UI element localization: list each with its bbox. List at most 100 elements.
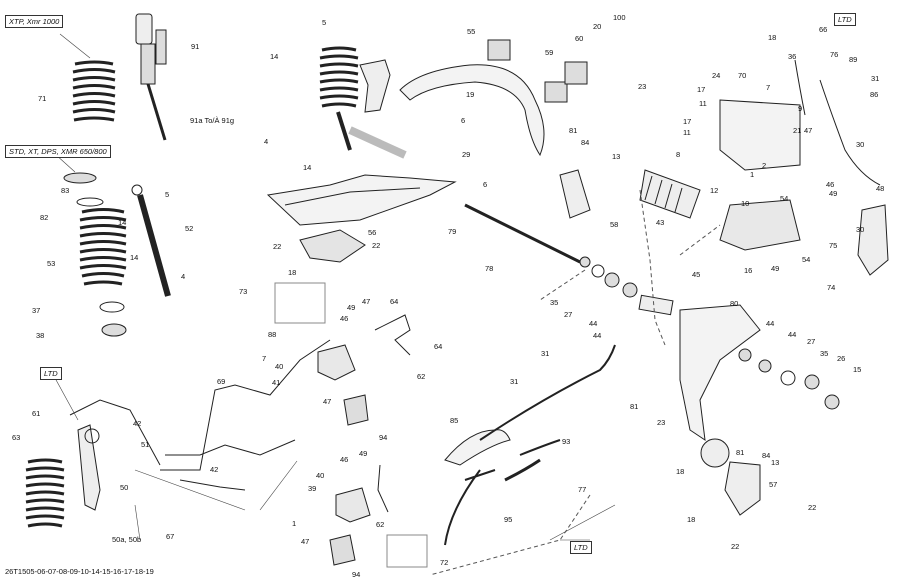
callout-number: 64: [390, 297, 399, 306]
callout-number: 53: [47, 259, 56, 268]
callout-number: 54: [802, 255, 811, 264]
callout-number: 52: [185, 224, 194, 233]
callout-number: 71: [38, 94, 47, 103]
variant-tag-ltd-top-right: LTD: [834, 13, 856, 26]
callout-number: 30: [856, 225, 865, 234]
bushing-59: [487, 39, 511, 61]
callout-number: 2: [762, 161, 767, 170]
callout-number: 1: [292, 519, 297, 528]
callout-number: 17: [697, 85, 706, 94]
callout-number: 55: [467, 27, 476, 36]
callout-number: 94: [352, 570, 361, 579]
brake-line-69: [160, 339, 331, 471]
hose-77: [504, 458, 541, 482]
hose-85: [444, 429, 511, 466]
callout-number: 58: [610, 220, 619, 229]
callout-number: 22: [273, 242, 282, 251]
callout-number: 39: [308, 484, 317, 493]
bushing-set-right: [738, 348, 840, 410]
callout-number: 41: [272, 378, 281, 387]
callout-number: 23: [638, 82, 647, 91]
callout-number: 5: [322, 18, 327, 27]
callout-number: 18: [687, 515, 696, 524]
shock-absorber-50: [77, 424, 101, 511]
callout-number: 46: [826, 180, 835, 189]
callout-number: 18: [768, 33, 777, 42]
callout-number: 86: [870, 90, 879, 99]
callout-number: 6: [461, 116, 466, 125]
bracket-part: [359, 59, 391, 113]
brake-line-61: [69, 399, 161, 466]
bushing-60: [544, 81, 568, 103]
callout-number: 57: [769, 480, 778, 489]
callout-number: 9: [798, 104, 803, 113]
callout-number: 14: [270, 52, 279, 61]
callout-number: 31: [510, 377, 519, 386]
callout-number: 56: [368, 228, 377, 237]
coil-over-shock-center: [319, 46, 359, 151]
callout-number: 26: [837, 354, 846, 363]
spring-seat-83: [63, 172, 97, 184]
callout-number: 18: [288, 268, 297, 277]
callout-number: 5: [165, 190, 170, 199]
callout-number: 84: [762, 451, 771, 460]
callout-number: 4: [181, 272, 186, 281]
callout-number: 72: [440, 558, 449, 567]
ring-37: [99, 301, 125, 313]
link-58: [559, 169, 591, 219]
callout-number: 35: [550, 298, 559, 307]
callout-number: 15: [853, 365, 862, 374]
callout-number: 36: [788, 52, 797, 61]
spring-71: [72, 60, 116, 122]
callout-number: 21: [793, 126, 802, 135]
callout-number: 82: [40, 213, 49, 222]
callout-number: 81: [569, 126, 578, 135]
callout-number: 14: [118, 218, 127, 227]
callout-number: 20: [593, 22, 602, 31]
bracket-60: [564, 61, 588, 85]
variant-tag-std: STD, XT, DPS, XMR 650/800: [5, 145, 111, 158]
callout-number: 47: [362, 297, 371, 306]
callout-number: 22: [808, 503, 817, 512]
boot-43: [639, 169, 701, 219]
callout-number: 35: [820, 349, 829, 358]
brake-pad-94-lower: [329, 534, 356, 566]
callout-number: 27: [564, 310, 573, 319]
brake-line-62: [377, 464, 389, 513]
callout-number: 43: [656, 218, 665, 227]
callout-number: 24: [712, 71, 721, 80]
callout-number: 62: [376, 520, 385, 529]
callout-number: 38: [36, 331, 45, 340]
callout-number: 91a To/À 91g: [190, 116, 235, 125]
callout-number: 42: [210, 465, 219, 474]
callout-number: 79: [448, 227, 457, 236]
callout-number: 80: [730, 299, 739, 308]
callout-number: 47: [301, 537, 310, 546]
callout-number: 11: [683, 128, 691, 137]
callout-number: 7: [766, 83, 771, 92]
callout-number: 30: [856, 140, 865, 149]
callout-number: 31: [541, 349, 550, 358]
callout-number: 85: [450, 416, 459, 425]
callout-number: 10: [741, 199, 750, 208]
knuckle-hub: [700, 438, 730, 468]
spring-53: [79, 208, 127, 286]
brake-line-67: [179, 479, 246, 491]
hose-95: [444, 469, 496, 546]
callout-number: 81: [736, 448, 745, 457]
callout-number: 70: [738, 71, 747, 80]
callout-number: 78: [485, 264, 494, 273]
callout-number: 81: [630, 402, 639, 411]
line-86: [794, 59, 881, 186]
bracket-assembly: [719, 99, 801, 171]
callout-number: 12: [710, 186, 719, 195]
inset-73: [274, 282, 326, 324]
callout-number: 14: [130, 253, 139, 262]
callout-number: 49: [771, 264, 780, 273]
callout-number: 61: [32, 409, 41, 418]
callout-number: 46: [340, 455, 349, 464]
callout-number: 27: [807, 337, 816, 346]
variant-tag-xtp-xmr: XTP, Xmr 1000: [5, 15, 64, 28]
callout-number: 88: [268, 330, 277, 339]
